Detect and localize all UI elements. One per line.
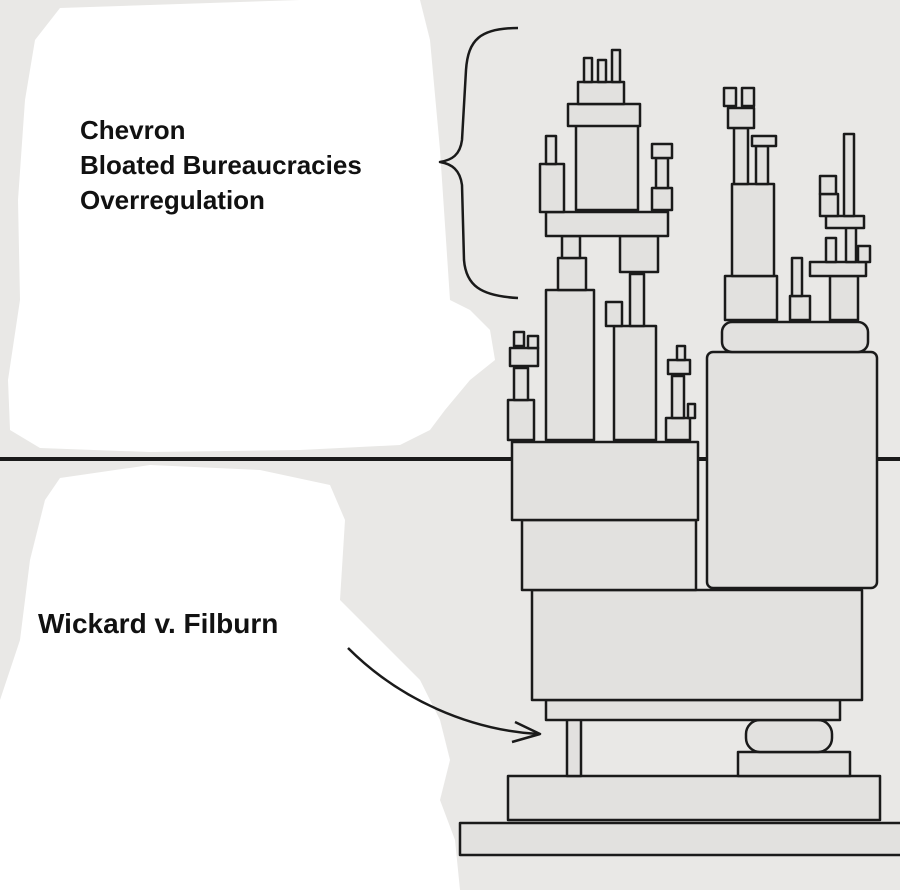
far-right-nub (856, 244, 872, 264)
far-right-box-1 (818, 192, 840, 218)
under-slab (544, 698, 842, 722)
crown-stub-2 (596, 58, 608, 84)
small-stack-left-5 (526, 334, 540, 350)
caption-line-bureaucracies: Bloated Bureaucracies (80, 150, 362, 180)
far-right-bar (824, 214, 866, 230)
ground-slab (458, 821, 900, 857)
crown-stub-1 (582, 56, 594, 84)
curly-brace (438, 26, 519, 300)
caption-line-chevron: Chevron (80, 115, 186, 145)
right-foot-round (744, 718, 834, 754)
left-shelf (544, 210, 670, 238)
small-post-top (790, 256, 804, 298)
neck-block (556, 256, 588, 292)
far-right-pillar-2 (844, 224, 858, 264)
left-upper-block (510, 440, 700, 522)
right-big-block (705, 350, 879, 590)
thin-support-leg (565, 716, 583, 778)
upper-right-stack-2 (654, 156, 670, 190)
crown-stub-3 (610, 48, 622, 84)
far-right-box-2 (818, 174, 838, 196)
upper-right-stack-1 (650, 186, 674, 212)
right-head-nub-1 (722, 86, 738, 108)
right-cap-plate (720, 320, 870, 354)
small-stack-left-3 (508, 346, 540, 368)
right-neck-2 (754, 144, 770, 186)
upper-side (538, 162, 566, 214)
right-neck-top (750, 134, 778, 148)
right-neck-1 (732, 126, 750, 186)
upper-side-top (544, 134, 558, 166)
crown-box (576, 80, 626, 106)
caption-line-overregulation: Overregulation (80, 185, 265, 215)
right-head (726, 106, 756, 130)
far-right-tall (842, 132, 856, 218)
mid-pillar-2 (628, 272, 646, 328)
crown-bar (566, 102, 642, 128)
whiteout-bottom (0, 465, 460, 890)
right-small-stack-3 (666, 358, 692, 376)
top-caption: Chevron Bloated Bureaucracies Overregula… (80, 113, 362, 218)
tall-block-a (544, 288, 596, 442)
right-small-stack-5 (686, 402, 697, 420)
right-small-stack-1 (664, 416, 692, 442)
mid-cap (618, 234, 660, 274)
far-right-shelf (808, 260, 868, 278)
small-stack-left-2 (512, 366, 530, 402)
right-head-nub-2 (740, 86, 756, 108)
base-slab (506, 774, 882, 822)
small-post (788, 294, 812, 322)
bottom-caption: Wickard v. Filburn (38, 608, 279, 639)
left-lower-block (520, 518, 698, 592)
far-right-pillar-1 (824, 236, 838, 264)
wide-middle-block (530, 588, 864, 702)
arrow-shaft (347, 647, 539, 736)
right-small-stack-4 (675, 344, 687, 362)
mid-pillar (604, 300, 624, 328)
tall-block-b (612, 324, 658, 442)
right-tall (730, 182, 776, 278)
right-small-stack-2 (670, 374, 686, 420)
whiteout-top (8, 0, 495, 452)
right-mid-block (723, 274, 779, 322)
small-stack-left-4 (512, 330, 526, 348)
small-stack-left-1 (506, 398, 536, 442)
right-foot-slab (736, 750, 852, 778)
upper-tall (574, 122, 640, 212)
far-right-base (828, 274, 860, 322)
neck-top (560, 234, 582, 260)
arrow-head (511, 720, 542, 744)
upper-right-stack-3 (650, 142, 674, 160)
